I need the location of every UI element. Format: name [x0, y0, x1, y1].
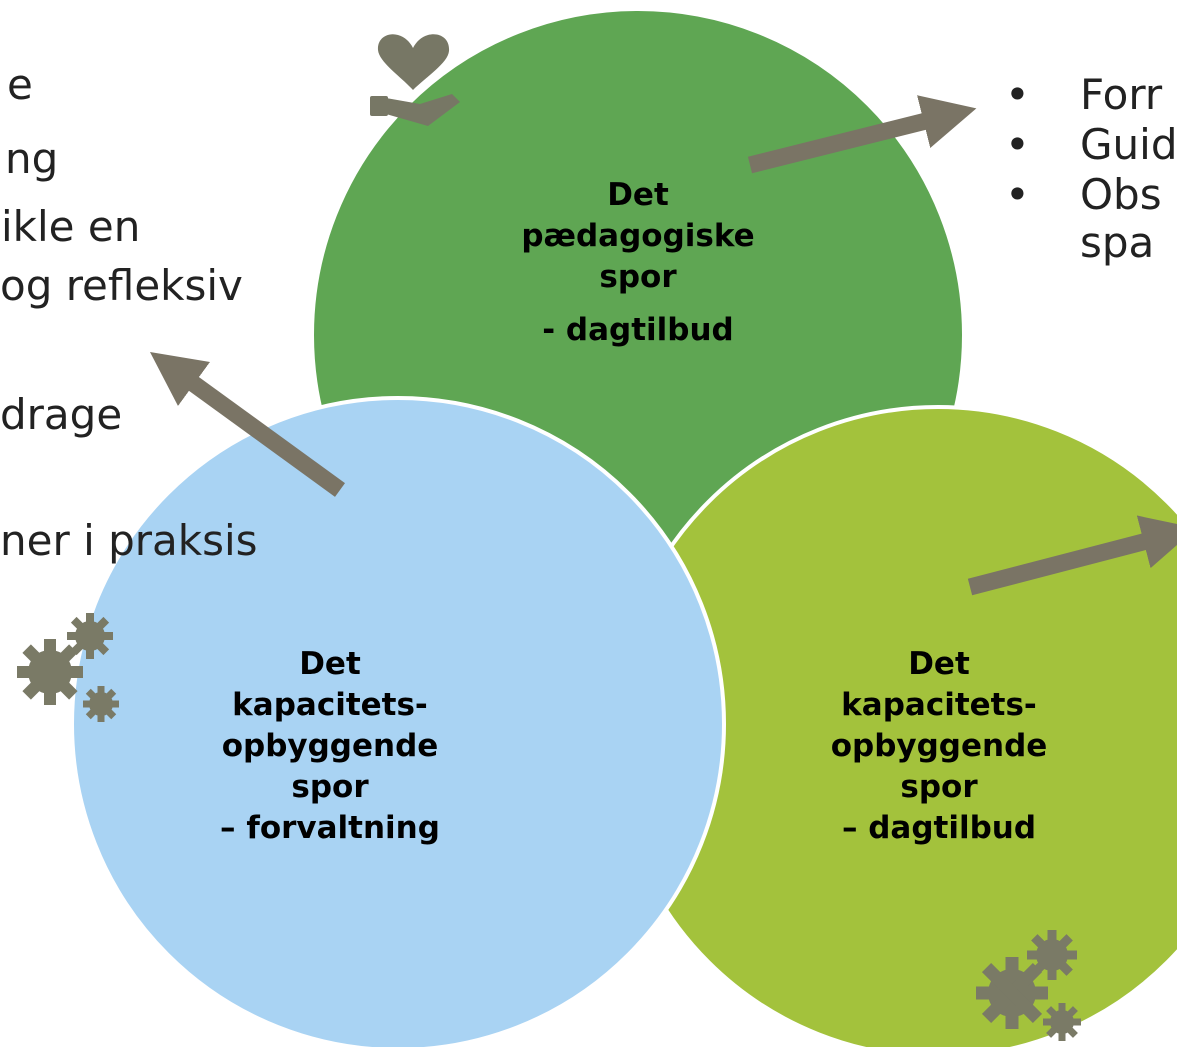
left-text-line: ikle en: [1, 202, 141, 251]
label-line: pædagogiske: [521, 218, 755, 254]
label-line: Det: [908, 646, 970, 682]
capacity-administration-label: Det kapacitets- opbyggende spor – forval…: [180, 644, 480, 849]
label-line: spor: [599, 259, 677, 295]
left-text-line: drage: [0, 390, 123, 439]
bullet-item: Guid: [1005, 120, 1177, 170]
label-line: opbyggende: [221, 728, 439, 764]
pedagogical-label: Det pædagogiske spor - dagtilbud: [488, 175, 788, 351]
label-line: kapacitets-: [232, 687, 428, 723]
heart-in-hand-icon: [370, 34, 460, 126]
label-subtitle: - dagtilbud: [542, 312, 734, 348]
capacity-daycare-label: Det kapacitets- opbyggende spor – dagtil…: [789, 644, 1089, 849]
bullet-item: Forr: [1005, 70, 1177, 120]
arrow-icon: [747, 95, 977, 174]
gears-icon: [17, 613, 119, 722]
label-line: – dagtilbud: [841, 810, 1037, 846]
label-line: Det: [299, 646, 361, 682]
left-text-line: ng: [5, 134, 59, 183]
left-text-line: ner i praksis: [0, 516, 258, 565]
bullet-continuation: spa: [1080, 218, 1155, 267]
right-bullet-list: Forr Guid Obs spa: [1005, 70, 1177, 266]
arrow-icon: [149, 352, 345, 497]
bullet-item: Obs: [1005, 170, 1177, 220]
label-line: spor: [291, 769, 369, 805]
label-line: spor: [900, 769, 978, 805]
left-text-line: e: [7, 60, 33, 109]
label-line: opbyggende: [830, 728, 1048, 764]
left-text-line: og refleksiv: [0, 261, 243, 310]
label-line: – forvaltning: [220, 810, 440, 846]
label-line: kapacitets-: [841, 687, 1037, 723]
label-line: Det: [607, 177, 669, 213]
gears-icon: [976, 930, 1081, 1041]
capacity-administration-circle: [70, 396, 726, 1047]
arrow-icon: [967, 515, 1177, 596]
